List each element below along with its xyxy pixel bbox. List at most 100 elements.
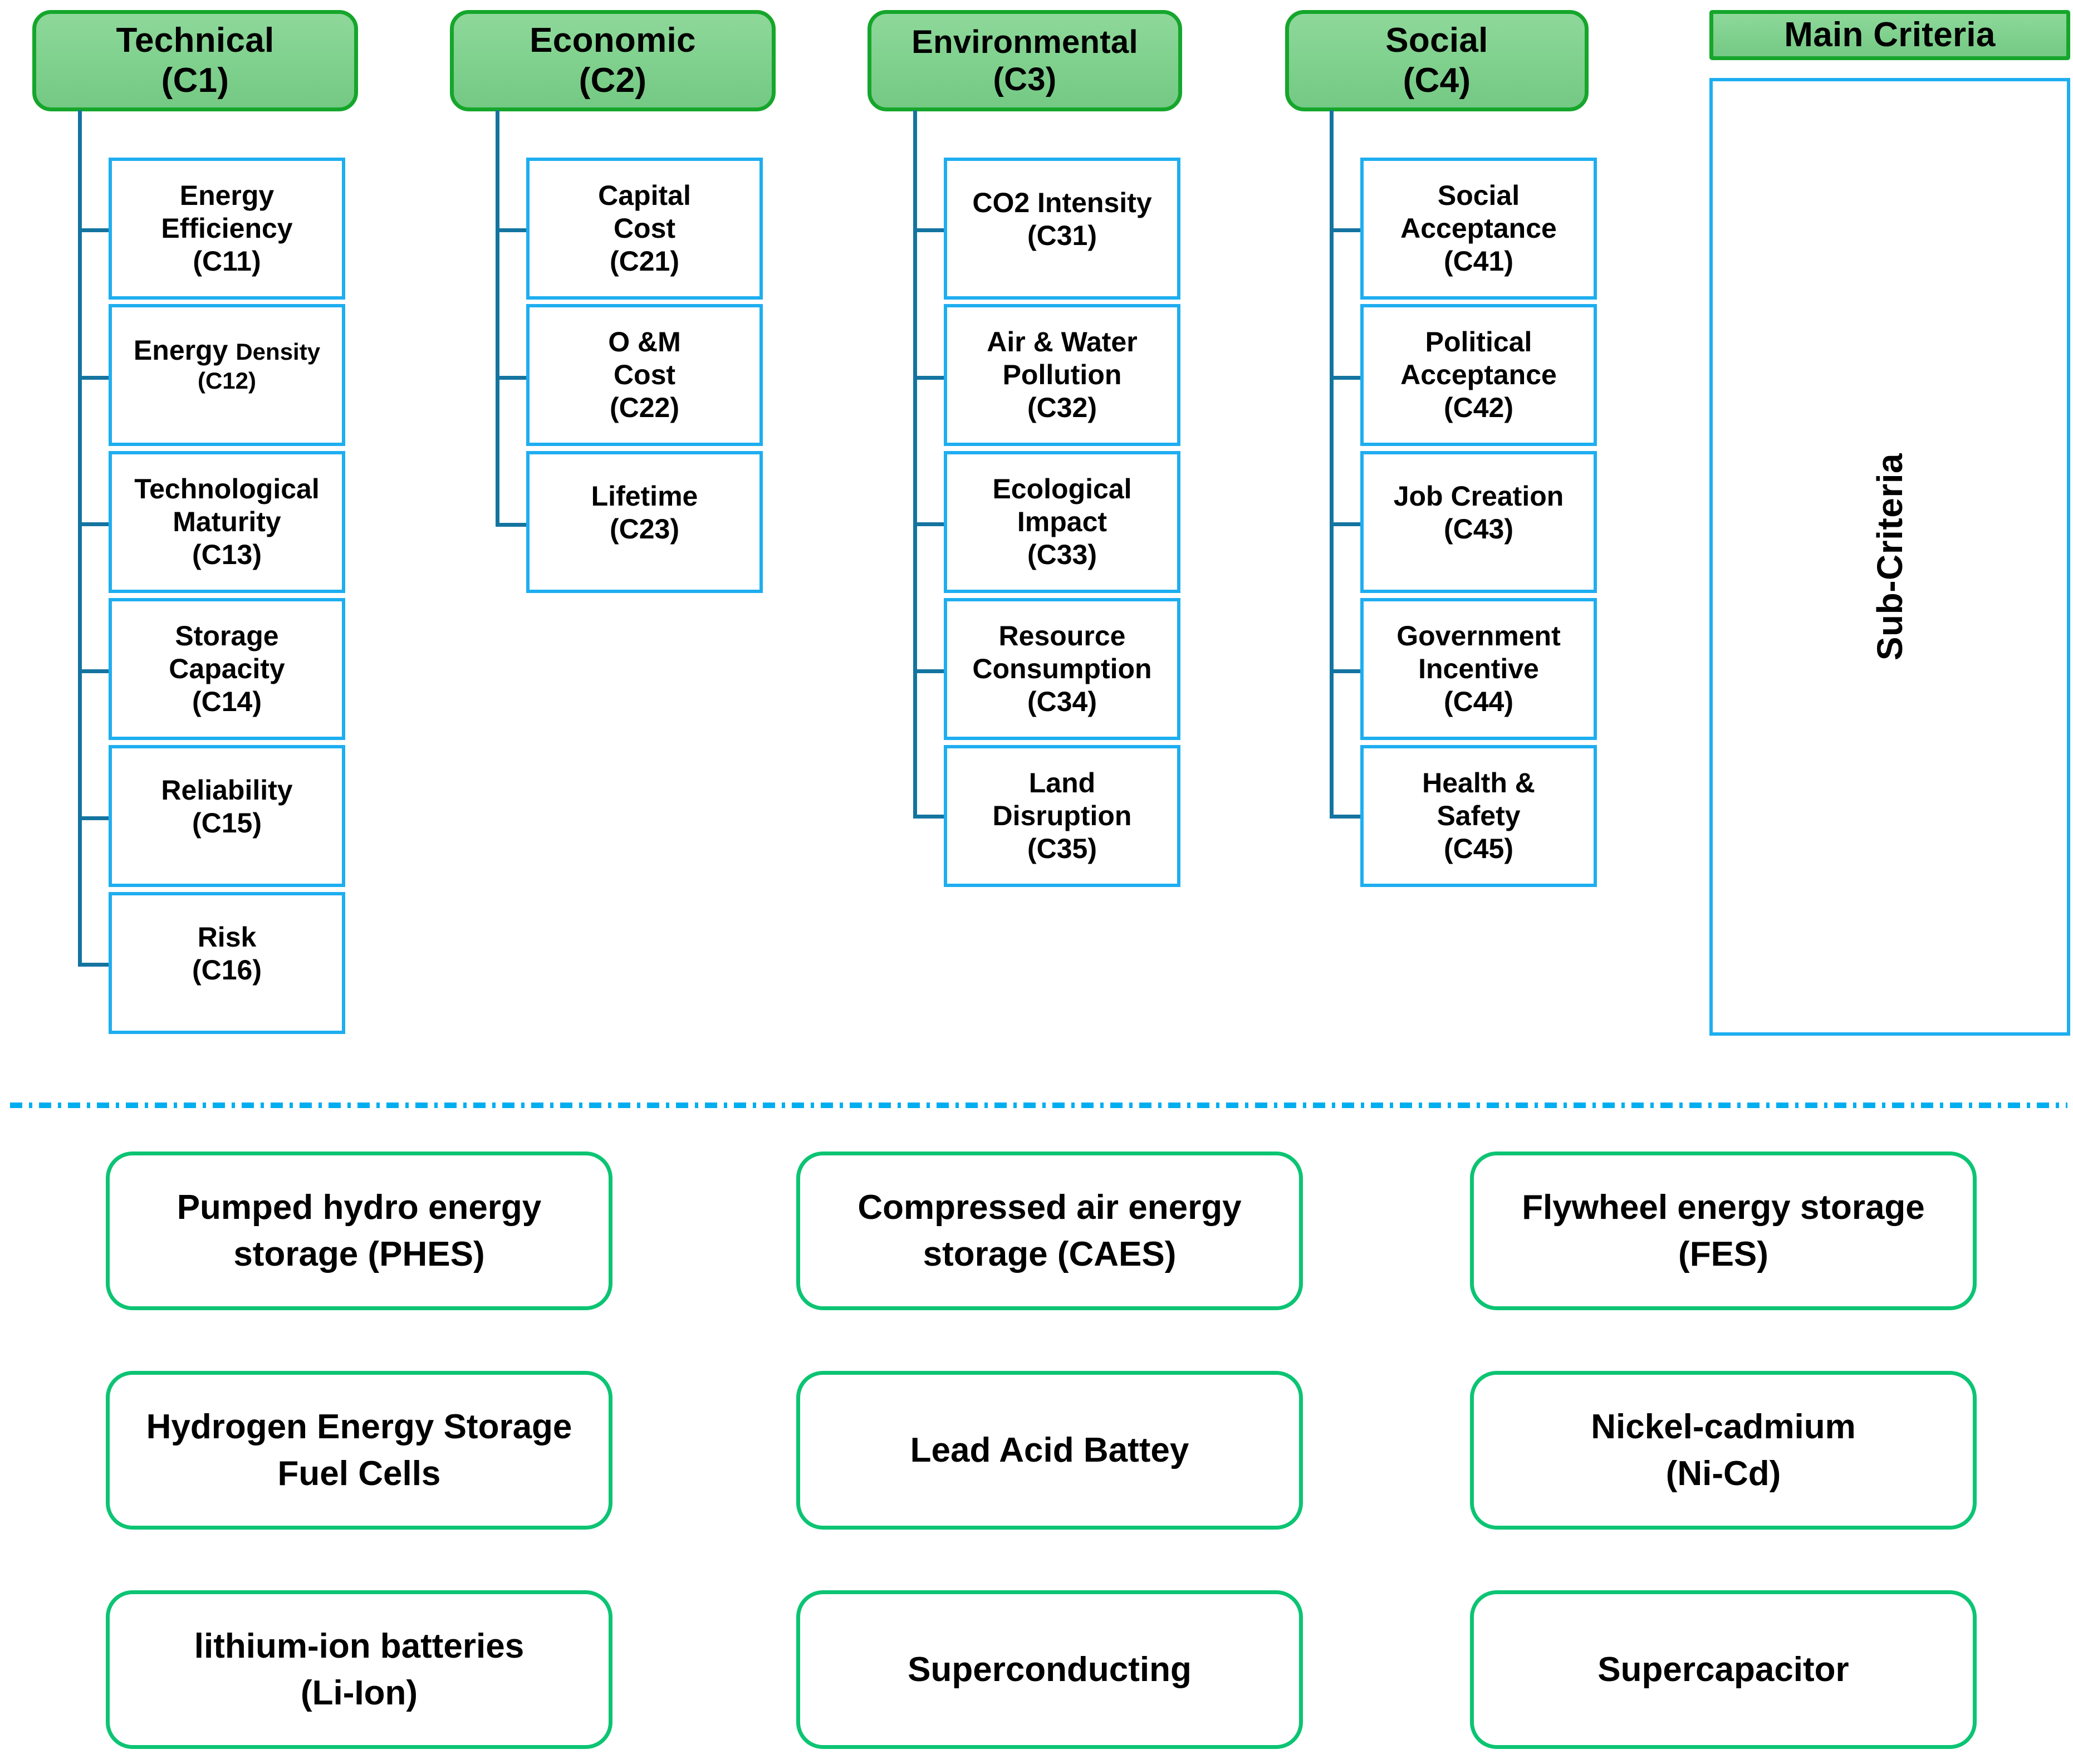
alternative-superconducting-text: Superconducting bbox=[908, 1647, 1192, 1693]
main-criteria-social-code: (C4) bbox=[1403, 61, 1471, 100]
main-criteria-social[interactable]: Social (C4) bbox=[1285, 10, 1589, 111]
connector-branch-c42 bbox=[1330, 376, 1364, 380]
sub-criteria-c43-text: Job Creation (C43) bbox=[1394, 480, 1564, 546]
section-divider bbox=[10, 1102, 2067, 1108]
connector-branch-c44 bbox=[1330, 669, 1364, 673]
sub-criteria-c45-line2: Safety bbox=[1437, 800, 1521, 831]
connector-branch-c23 bbox=[496, 523, 530, 527]
sub-criteria-c35-line1: Land bbox=[1028, 767, 1096, 798]
main-criteria-economic-name: Economic bbox=[530, 21, 696, 60]
alternative-supercapacitor[interactable]: Supercapacitor bbox=[1470, 1590, 1977, 1749]
sub-criteria-c11-code: (C11) bbox=[193, 246, 261, 277]
sub-criteria-c45-line1: Health & bbox=[1422, 767, 1535, 798]
connector-branch-c32 bbox=[913, 376, 948, 380]
alternative-liion[interactable]: lithium-ion batteries (Li-Ion) bbox=[106, 1590, 612, 1749]
sub-criteria-c32-line2: Pollution bbox=[1002, 359, 1122, 390]
sub-criteria-c14-text: Storage Capacity (C14) bbox=[169, 620, 285, 718]
sub-criteria-c42-text: Political Acceptance (C42) bbox=[1400, 326, 1557, 424]
connector-branch-c34 bbox=[913, 669, 948, 673]
sub-criteria-c43-code: (C43) bbox=[1443, 513, 1514, 545]
sub-criteria-c23-text: Lifetime (C23) bbox=[591, 480, 698, 546]
sub-criteria-c41[interactable]: Social Acceptance (C41) bbox=[1360, 158, 1597, 300]
sub-criteria-c35-line2: Disruption bbox=[992, 800, 1132, 831]
sub-criteria-c41-code: (C41) bbox=[1443, 246, 1513, 277]
alternative-nicd-line1: Nickel-cadmium bbox=[1591, 1407, 1856, 1446]
sub-criteria-c12[interactable]: Energy Density (C12) bbox=[109, 304, 345, 446]
sub-criteria-c13-line2: Maturity bbox=[173, 506, 281, 537]
alternative-nicd-text: Nickel-cadmium (Ni-Cd) bbox=[1591, 1404, 1856, 1497]
sub-criteria-c14[interactable]: Storage Capacity (C14) bbox=[109, 598, 345, 740]
sub-criteria-c16-text: Risk (C16) bbox=[192, 921, 262, 987]
sub-criteria-c16-line1: Risk bbox=[197, 921, 257, 953]
sub-criteria-c44[interactable]: Government Incentive (C44) bbox=[1360, 598, 1597, 740]
sub-criteria-c33[interactable]: Ecological Impact (C33) bbox=[944, 451, 1180, 593]
sub-criteria-c34-line2: Consumption bbox=[972, 653, 1152, 684]
alternative-fes-text: Flywheel energy storage (FES) bbox=[1522, 1184, 1925, 1277]
sub-criteria-c35[interactable]: Land Disruption (C35) bbox=[944, 745, 1180, 887]
sub-criteria-c22-code: (C22) bbox=[609, 392, 679, 423]
connector-branch-c45 bbox=[1330, 815, 1364, 819]
main-criteria-economic-text: Economic (C2) bbox=[530, 21, 696, 101]
main-criteria-technical[interactable]: Technical (C1) bbox=[32, 10, 358, 111]
sub-criteria-c13-line1: Technological bbox=[134, 473, 320, 504]
connector-branch-c35 bbox=[913, 815, 948, 819]
alternative-liion-line1: lithium-ion batteries bbox=[194, 1626, 525, 1665]
sub-criteria-c34-text: Resource Consumption (C34) bbox=[972, 620, 1151, 718]
sub-criteria-c14-code: (C14) bbox=[192, 686, 262, 717]
connector-trunk-c4 bbox=[1330, 110, 1334, 819]
sub-criteria-c42-line2: Acceptance bbox=[1400, 359, 1557, 390]
main-criteria-environmental[interactable]: Environmental (C3) bbox=[868, 10, 1182, 111]
main-criteria-environmental-code: (C3) bbox=[993, 61, 1057, 97]
alternative-liion-line2: (Li-Ion) bbox=[300, 1673, 418, 1712]
main-criteria-social-text: Social (C4) bbox=[1385, 21, 1488, 101]
sub-criteria-c16[interactable]: Risk (C16) bbox=[109, 892, 345, 1034]
sub-criteria-c44-line1: Government bbox=[1396, 620, 1561, 651]
sub-criteria-c22-text: O &M Cost (C22) bbox=[608, 326, 681, 424]
main-criteria-economic[interactable]: Economic (C2) bbox=[450, 10, 776, 111]
sub-criteria-c22-line1: O &M bbox=[608, 326, 681, 357]
sub-criteria-c21-text: Capital Cost (C21) bbox=[598, 179, 691, 278]
alternative-caes-line1: Compressed air energy bbox=[857, 1188, 1242, 1227]
alternative-hydrogen-fuel-cells[interactable]: Hydrogen Energy Storage Fuel Cells bbox=[106, 1371, 612, 1530]
alternative-phes[interactable]: Pumped hydro energy storage (PHES) bbox=[106, 1152, 612, 1310]
alternative-lead-acid[interactable]: Lead Acid Battey bbox=[796, 1371, 1303, 1530]
alternative-superconducting[interactable]: Superconducting bbox=[796, 1590, 1303, 1749]
sub-criteria-c41-text: Social Acceptance (C41) bbox=[1400, 179, 1557, 278]
sub-criteria-c33-line2: Impact bbox=[1017, 506, 1107, 537]
sub-criteria-c34-code: (C34) bbox=[1027, 686, 1097, 717]
connector-trunk-c1 bbox=[78, 110, 82, 965]
sub-criteria-c16-code: (C16) bbox=[192, 954, 262, 986]
main-criteria-technical-text: Technical (C1) bbox=[116, 21, 274, 101]
sub-criteria-c11[interactable]: Energy Efficiency (C11) bbox=[109, 158, 345, 300]
main-criteria-technical-code: (C1) bbox=[161, 61, 229, 100]
sub-criteria-c32[interactable]: Air & Water Pollution (C32) bbox=[944, 304, 1180, 446]
connector-branch-c16 bbox=[78, 963, 112, 967]
sub-criteria-c32-text: Air & Water Pollution (C32) bbox=[987, 326, 1137, 424]
sub-criteria-c22-line2: Cost bbox=[613, 359, 676, 390]
alternative-supercapacitor-text: Supercapacitor bbox=[1597, 1647, 1849, 1693]
sub-criteria-c43[interactable]: Job Creation (C43) bbox=[1360, 451, 1597, 593]
sub-criteria-c33-text: Ecological Impact (C33) bbox=[992, 473, 1131, 571]
connector-branch-c12 bbox=[78, 376, 112, 380]
sub-criteria-c32-line1: Air & Water bbox=[987, 326, 1138, 357]
sub-criteria-c42[interactable]: Political Acceptance (C42) bbox=[1360, 304, 1597, 446]
alternative-fes[interactable]: Flywheel energy storage (FES) bbox=[1470, 1152, 1977, 1310]
legend-main-criteria: Main Criteria bbox=[1709, 10, 2070, 60]
sub-criteria-c31[interactable]: CO2 Intensity (C31) bbox=[944, 158, 1180, 300]
sub-criteria-c21[interactable]: Capital Cost (C21) bbox=[526, 158, 763, 300]
sub-criteria-c14-line2: Capacity bbox=[169, 653, 285, 684]
sub-criteria-c13[interactable]: Technological Maturity (C13) bbox=[109, 451, 345, 593]
alternative-nicd[interactable]: Nickel-cadmium (Ni-Cd) bbox=[1470, 1371, 1977, 1530]
sub-criteria-c35-text: Land Disruption (C35) bbox=[993, 767, 1132, 865]
sub-criteria-c22[interactable]: O &M Cost (C22) bbox=[526, 304, 763, 446]
sub-criteria-c15[interactable]: Reliability (C15) bbox=[109, 745, 345, 887]
sub-criteria-c42-code: (C42) bbox=[1443, 392, 1513, 423]
sub-criteria-c21-line1: Capital bbox=[598, 180, 691, 211]
alternative-caes[interactable]: Compressed air energy storage (CAES) bbox=[796, 1152, 1303, 1310]
alternative-hydrogen-fuel-cells-line2: Fuel Cells bbox=[277, 1454, 441, 1493]
sub-criteria-c12-line2: Density bbox=[236, 339, 321, 365]
sub-criteria-c34[interactable]: Resource Consumption (C34) bbox=[944, 598, 1180, 740]
sub-criteria-c23[interactable]: Lifetime (C23) bbox=[526, 451, 763, 593]
sub-criteria-c45[interactable]: Health & Safety (C45) bbox=[1360, 745, 1597, 887]
alternative-hydrogen-fuel-cells-text: Hydrogen Energy Storage Fuel Cells bbox=[146, 1404, 572, 1497]
